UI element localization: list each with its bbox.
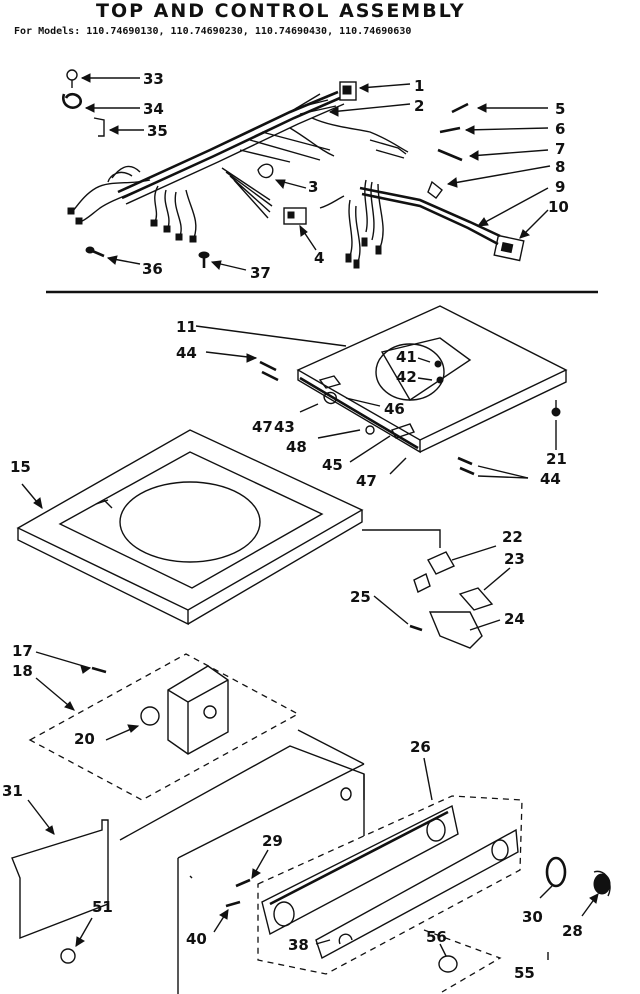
callout-23: 23 [504, 550, 525, 568]
callout-51: 51 [92, 898, 113, 916]
callout-5: 5 [555, 100, 565, 118]
callout-9: 9 [555, 178, 565, 196]
callout-33: 33 [143, 70, 164, 88]
callout-25: 25 [350, 588, 371, 606]
callout-4: 4 [314, 249, 324, 267]
callout-37: 37 [250, 264, 271, 282]
wire-harness [62, 69, 525, 269]
callout-15: 15 [10, 458, 31, 476]
callout-1: 1 [414, 77, 424, 95]
callout-28: 28 [562, 922, 583, 940]
callout-20: 20 [74, 730, 95, 748]
callout-labels: 33 34 35 1 2 5 6 7 8 3 9 10 4 36 37 11 4… [2, 70, 583, 982]
callout-35: 35 [147, 122, 168, 140]
callout-18: 18 [12, 662, 33, 680]
control-panel-top [259, 305, 568, 476]
console-body [11, 653, 611, 994]
callout-22: 22 [502, 528, 523, 546]
callout-34: 34 [143, 100, 164, 118]
leader-lines-bottom [27, 651, 599, 957]
callout-7: 7 [555, 140, 565, 158]
callout-8: 8 [555, 158, 565, 176]
callout-47-left: 47 [252, 418, 273, 436]
callout-42: 42 [396, 368, 417, 386]
callout-10: 10 [548, 198, 569, 216]
callout-6: 6 [555, 120, 565, 138]
callout-44-left: 44 [176, 344, 197, 362]
callout-17: 17 [12, 642, 33, 660]
callout-21: 21 [546, 450, 567, 468]
callout-31: 31 [2, 782, 23, 800]
models-line: For Models: 110.74690130, 110.74690230, … [14, 26, 412, 37]
callout-48: 48 [286, 438, 307, 456]
callout-3: 3 [308, 178, 318, 196]
diagram-title: TOP AND CONTROL ASSEMBLY [96, 0, 466, 22]
callout-41: 41 [396, 348, 417, 366]
callout-30: 30 [522, 908, 543, 926]
callout-56: 56 [426, 928, 447, 946]
callout-29: 29 [262, 832, 283, 850]
callout-38: 38 [288, 936, 309, 954]
callout-55: 55 [514, 964, 535, 982]
leader-lines-middle [21, 325, 557, 631]
callout-2: 2 [414, 97, 424, 115]
leader-lines-top [80, 73, 551, 271]
callout-36: 36 [142, 260, 163, 278]
callout-24: 24 [504, 610, 525, 628]
callout-11: 11 [176, 318, 197, 336]
switch-assembly [362, 529, 494, 649]
callout-44-right: 44 [540, 470, 561, 488]
callout-46: 46 [384, 400, 405, 418]
callout-43: 43 [274, 418, 295, 436]
callout-47-right: 47 [356, 472, 377, 490]
callout-40: 40 [186, 930, 207, 948]
callout-26: 26 [410, 738, 431, 756]
callout-45: 45 [322, 456, 343, 474]
washer-top [16, 429, 364, 626]
